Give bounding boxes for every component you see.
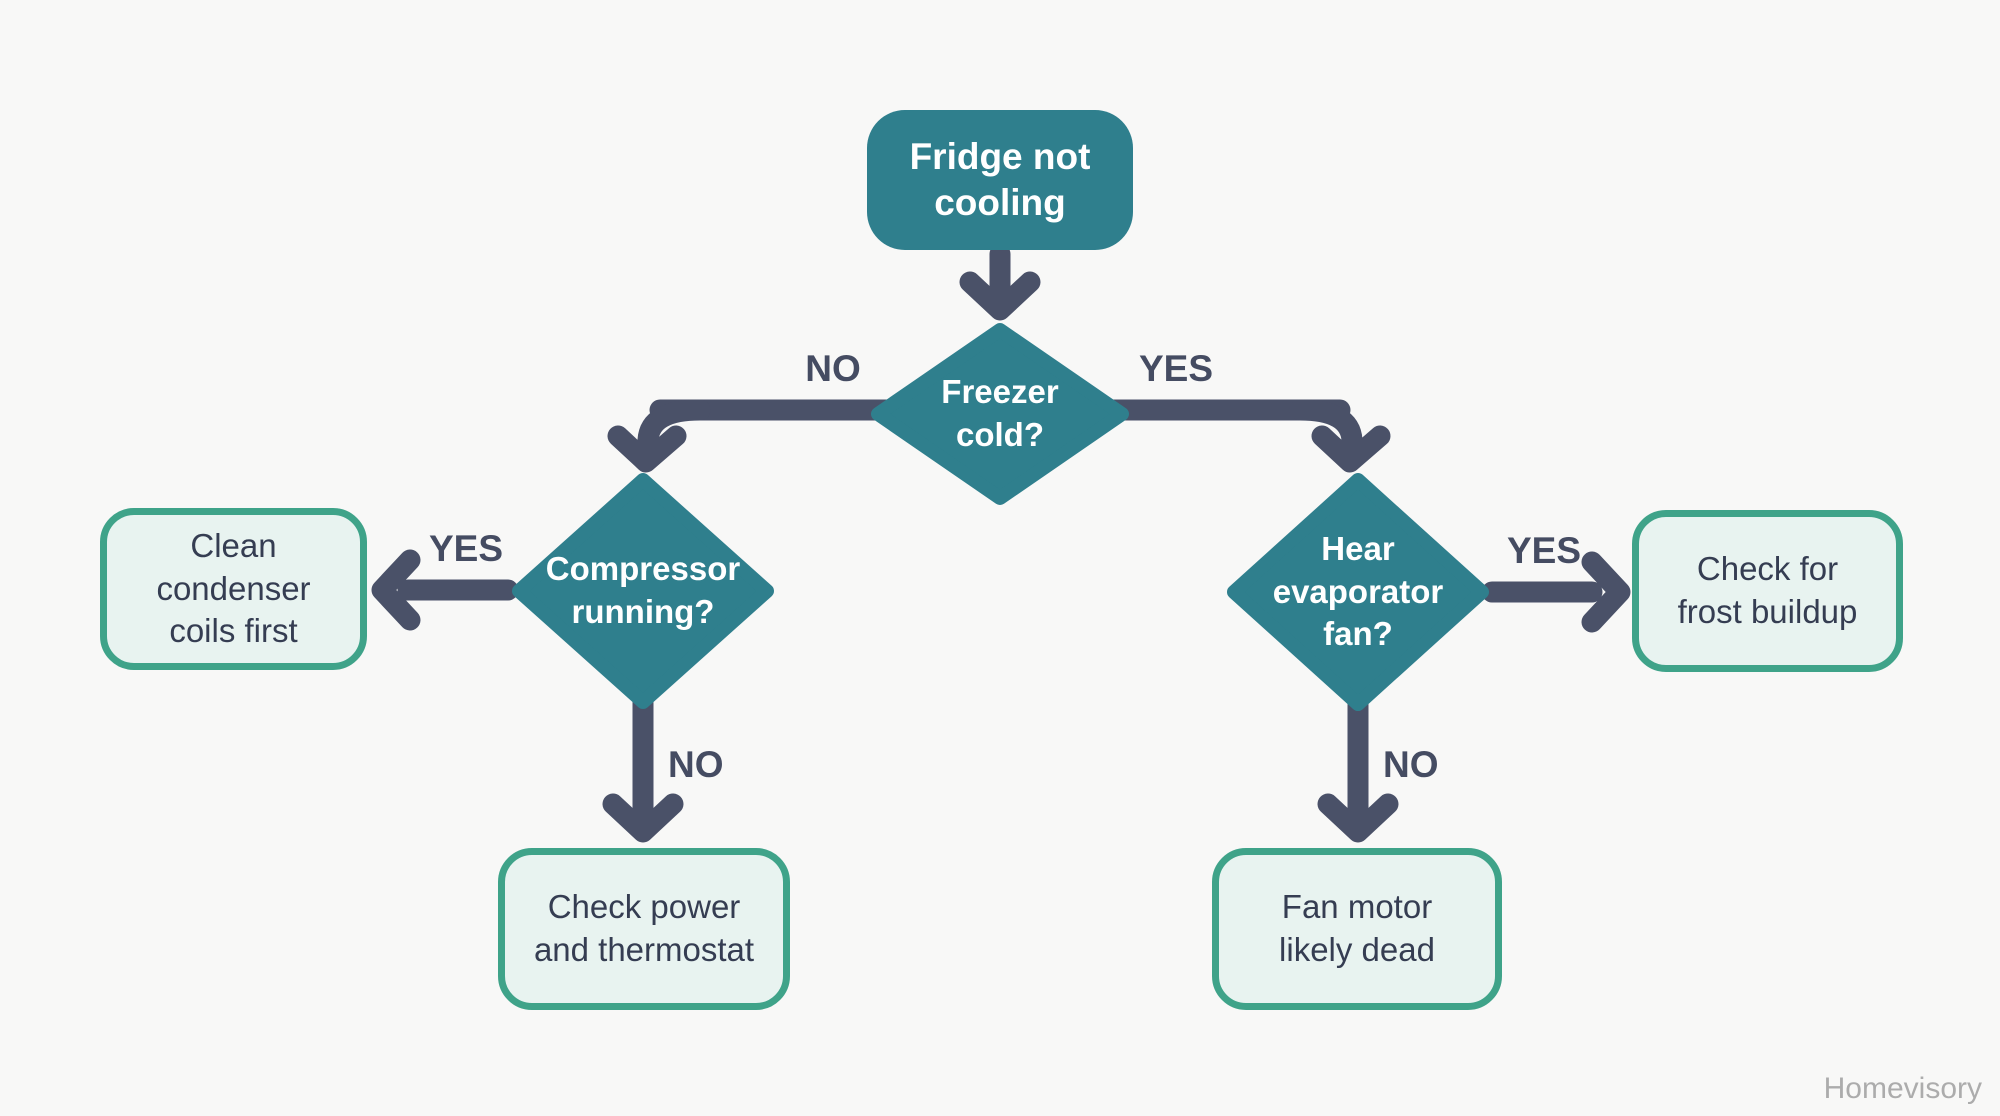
arrow-fan-no	[1317, 693, 1399, 843]
arrow-freezer-yes-to-fan	[1289, 399, 1391, 473]
diamond-shape	[871, 323, 1129, 505]
edge-label-compressor-no: NO	[668, 744, 724, 785]
start-node-fridge-not-cooling: Fridge not cooling	[867, 110, 1133, 250]
arrow-compressor-no	[602, 691, 684, 843]
arrow-freezer-no-to-compressor	[607, 399, 711, 473]
decision-hear-evaporator-fan: Hear evaporator fan?	[1226, 472, 1490, 712]
edge-label-freezer-yes: YES	[1138, 348, 1214, 389]
edge-label-fan-yes: YES	[1506, 530, 1582, 571]
result-check-frost-buildup: Check for frost buildup	[1632, 510, 1903, 672]
result-clean-condenser-coils: Clean condenser coils first	[100, 508, 367, 670]
diamond-shape	[512, 473, 774, 709]
decision-hear-evaporator-fan-label: Hear evaporator fan?	[1272, 529, 1444, 653]
edge-label-freezer-no: NO	[805, 348, 861, 389]
edge-label-fan-no: NO	[1383, 744, 1439, 785]
arrow-compressor-yes	[371, 549, 519, 631]
decision-compressor-running-label: Compressor running?	[545, 550, 741, 630]
diamond-shape	[1227, 473, 1489, 711]
result-check-power-thermostat: Check power and thermostat	[498, 848, 790, 1010]
decision-freezer-cold-label: Freezer cold?	[941, 373, 1059, 453]
result-fan-motor-dead: Fan motor likely dead	[1212, 848, 1502, 1010]
watermark-text: Homevisory	[1823, 1072, 1982, 1105]
arrow-start-to-freezer	[959, 243, 1041, 321]
arrow-fan-yes	[1481, 551, 1631, 633]
edge-label-compressor-yes: YES	[428, 528, 504, 569]
decision-freezer-cold: Freezer cold?	[870, 322, 1130, 506]
decision-compressor-running: Compressor running?	[511, 472, 775, 710]
